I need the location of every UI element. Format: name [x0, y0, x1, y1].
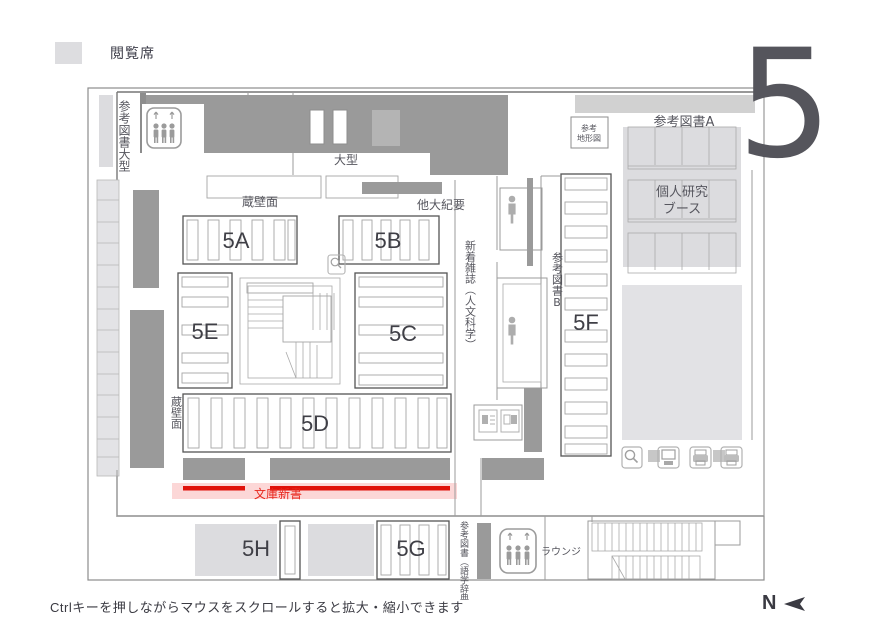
printer-icon-2: [720, 446, 743, 469]
section-label-5A: 5A: [223, 228, 250, 253]
north-arrow-left-icon: [784, 596, 806, 611]
spacer-block-2: [713, 450, 725, 462]
label-wall-shelf-2: 蔵壁面: [170, 396, 183, 429]
section-5A-shelves: [182, 215, 298, 265]
reading-area-right: [622, 285, 742, 440]
restroom-icon: [508, 195, 516, 224]
elevator-icon-top: [146, 107, 182, 149]
section-5D-shelves: [182, 393, 452, 453]
zoom-hint-text: Ctrlキーを押しながらマウスをスクロールすると拡大・縮小できます: [50, 600, 464, 615]
label-study-booth: 個人研究ブース: [656, 185, 708, 217]
section-5C-shelves: [354, 272, 448, 389]
legend-label: 閲覧席: [110, 45, 155, 61]
legend: 閲覧席: [55, 42, 155, 64]
label-reference-lang-dict: 参考図書（語学辞典）: [458, 520, 469, 600]
label-lounge: ラウンジ: [541, 546, 581, 558]
label-reference-books-a: 参考図書A: [654, 114, 715, 130]
main-staircase: [587, 520, 741, 580]
label-wall-shelf-1: 蔵壁面: [242, 194, 278, 209]
label-topographic-map: 参考地形図: [577, 123, 601, 143]
section-5H-shelves: [195, 520, 374, 580]
computer-icon: [657, 446, 680, 469]
floor-number: 5: [737, 18, 833, 192]
section-5B-shelves: [338, 215, 440, 265]
section-label-5F: 5F: [573, 310, 599, 335]
copier-icon-1: [478, 409, 498, 433]
spacer-block-1: [648, 450, 660, 462]
left-reading-seat-column: [96, 95, 120, 477]
copier-area: [473, 388, 542, 452]
section-5F-shelves: [560, 173, 612, 457]
equipment-icon-row: [621, 446, 743, 469]
label-oversize: 大型: [334, 153, 358, 167]
central-stairwell: [239, 277, 341, 385]
reference-books-a-area: [623, 126, 741, 274]
label-reference-books-b: 参考図書B: [551, 251, 564, 309]
section-label-5G: 5G: [396, 536, 425, 561]
section-label-5B: 5B: [375, 228, 402, 253]
restroom-icon: [508, 316, 516, 345]
floor-map[interactable]: .ln { stroke:#9b9b9b; fill:none; stroke-…: [0, 0, 869, 600]
copier-icon-2: [500, 409, 520, 433]
elevator-icon-bottom: [499, 528, 537, 574]
reading-seat-swatch: [55, 42, 82, 64]
search-icon-right: [621, 446, 643, 469]
paperback-highlight-band: [172, 483, 457, 499]
label-paperbacks: 文庫新書: [254, 486, 302, 501]
section-5E-shelves: [177, 272, 233, 389]
restroom-lower-room: [496, 277, 548, 389]
compass-north-label: N: [762, 592, 777, 614]
section-label-5D: 5D: [301, 411, 329, 436]
search-icon-5b: [327, 254, 346, 275]
section-label-5H: 5H: [242, 536, 270, 561]
label-reference-large: 参考図書大型: [117, 99, 131, 172]
section-5G-shelves: [376, 520, 450, 580]
topographic-map-box: [570, 116, 609, 149]
printer-icon-1: [689, 446, 712, 469]
compass: N: [762, 592, 809, 615]
label-new-journals: 新着雑誌（人文科学）: [464, 239, 477, 350]
section-label-5E: 5E: [192, 319, 219, 344]
section-label-5C: 5C: [389, 321, 417, 346]
restroom-upper-room: [499, 187, 543, 251]
label-other-univ: 他大紀要: [417, 198, 465, 212]
